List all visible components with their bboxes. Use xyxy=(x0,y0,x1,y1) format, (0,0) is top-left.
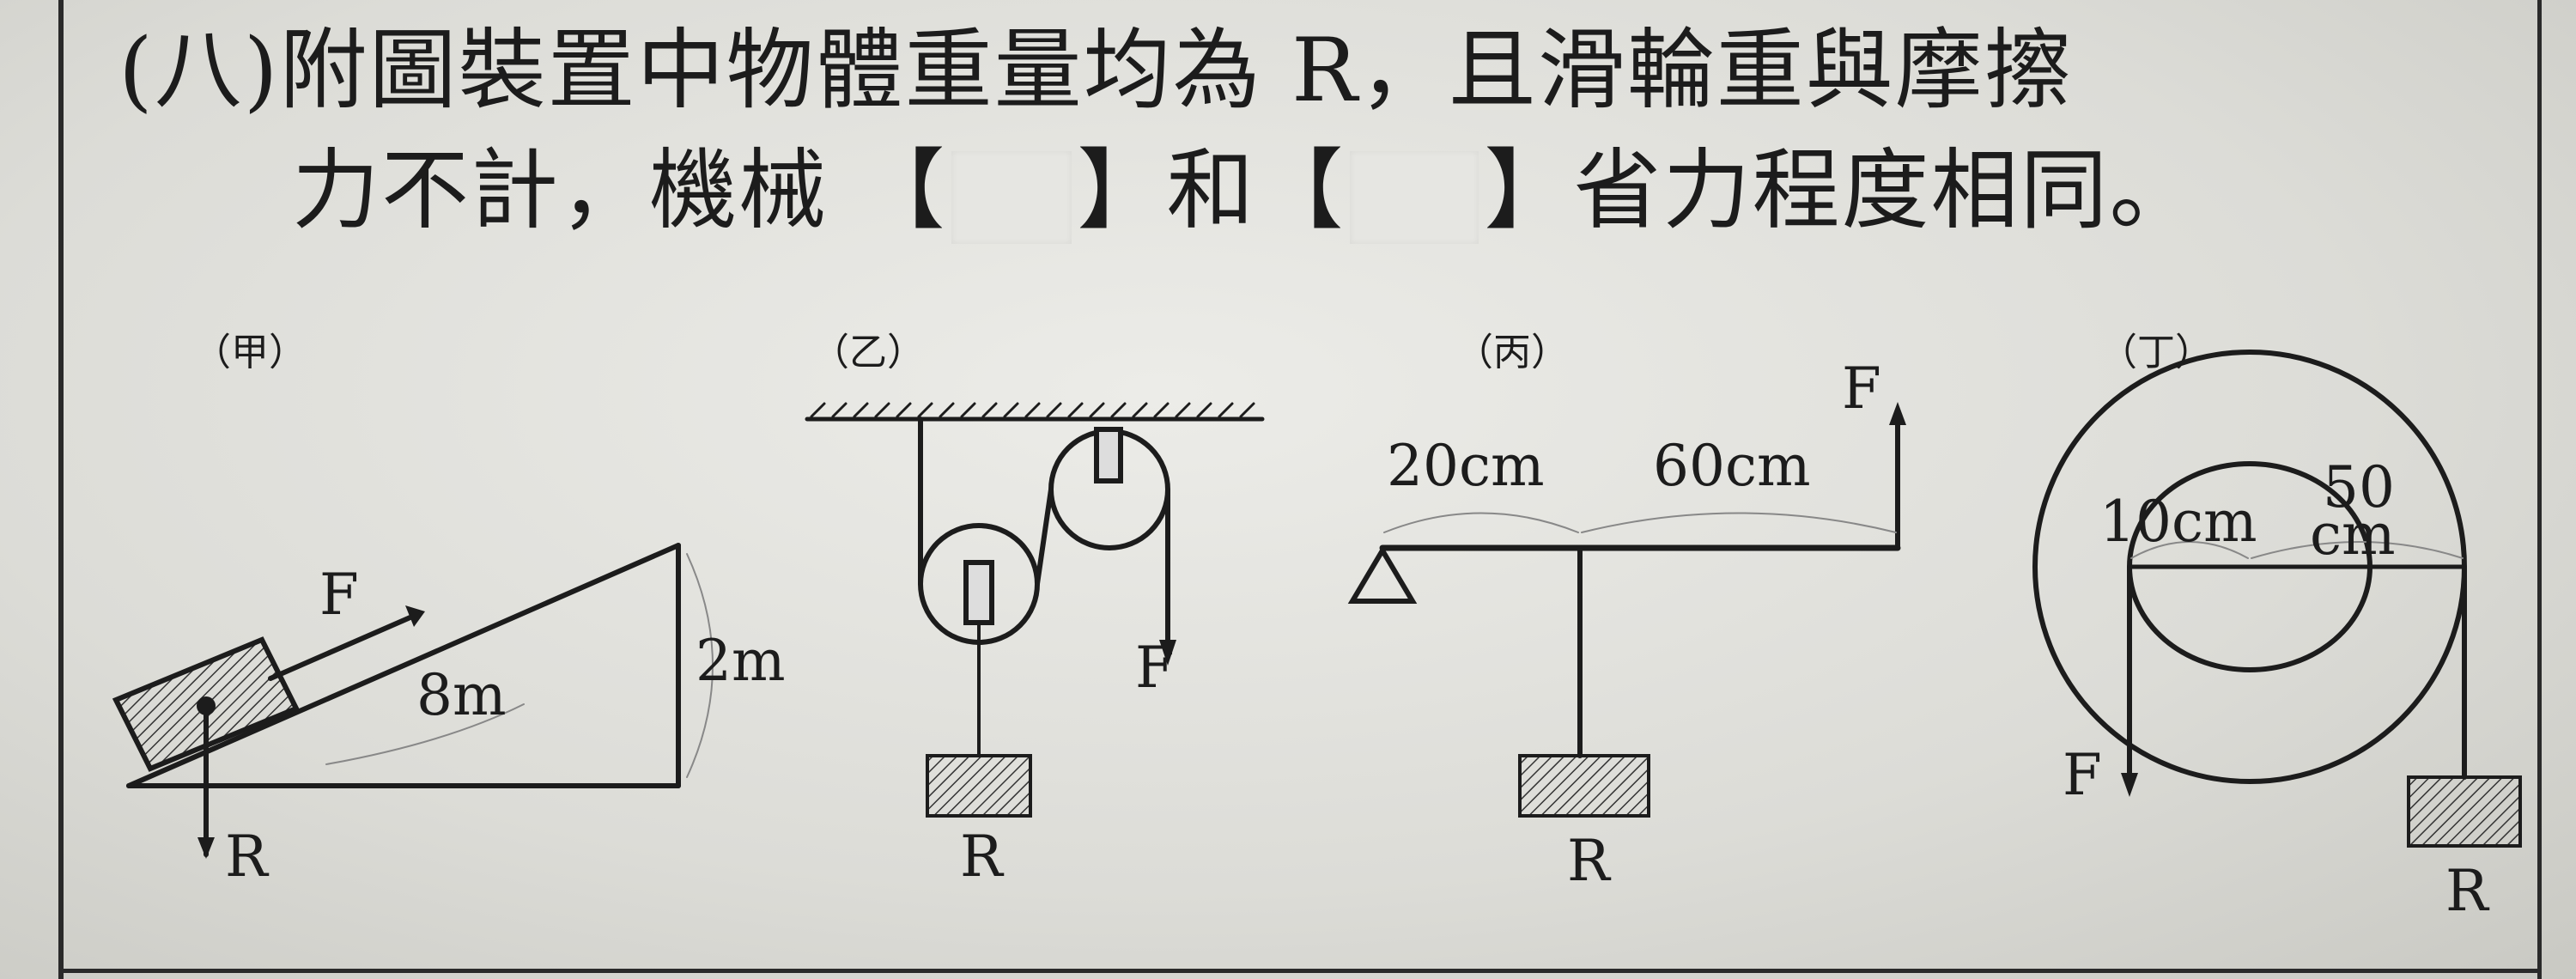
jia-slope-length-label: 8m xyxy=(416,662,507,728)
inner-radius-arc xyxy=(2130,541,2249,559)
answer-blank-2-close: 】 xyxy=(1484,140,1574,242)
bing-distance-2-label: 60cm xyxy=(1653,433,1811,499)
right-border-line xyxy=(2537,0,2542,979)
jia-force-label: F xyxy=(319,562,359,628)
force-arrow-line xyxy=(268,614,415,681)
rope-middle-segment xyxy=(1035,487,1054,587)
question-line-2: 力不計，機械 【】和【】省力程度相同。 xyxy=(292,148,2198,245)
jia-weight-label: R xyxy=(225,824,270,890)
answer-blank-1[interactable] xyxy=(951,151,1072,245)
question-line-2-end: 省力程度相同。 xyxy=(1573,140,2199,242)
bing-force-label: F xyxy=(1842,356,1881,422)
answer-blank-1-open: 【 xyxy=(857,140,947,242)
height-dimension-arc xyxy=(686,553,714,778)
yi-weight-label: R xyxy=(960,824,1005,890)
figure-jia-label: （甲） xyxy=(193,331,307,374)
figure-ding-label: （丁） xyxy=(2099,331,2213,374)
lever-dim-arc-1 xyxy=(1383,512,1579,533)
figure-yi-label: （乙） xyxy=(811,331,925,374)
yi-force-label: F xyxy=(1135,635,1175,701)
bing-distance-1-label: 20cm xyxy=(1387,433,1545,499)
figure-bing-label: （丙） xyxy=(1455,331,1569,374)
answer-blank-1-close: 】 xyxy=(1077,140,1167,242)
ceiling-hatching xyxy=(810,402,1255,418)
ding-force-label: F xyxy=(2063,742,2102,808)
force-arrow-head xyxy=(405,605,425,627)
lever-fulcrum xyxy=(1347,545,1418,604)
question-line-2-start: 力不計，機械 xyxy=(292,140,828,242)
ramp-slope-line xyxy=(126,543,681,788)
weight-block-yi xyxy=(926,754,1032,818)
answer-blank-2[interactable] xyxy=(1350,151,1479,245)
figure-jia-inclined-plane xyxy=(112,543,714,859)
bottom-border-line xyxy=(58,969,2542,973)
bing-weight-label: R xyxy=(1567,828,1612,894)
answer-blank-2-open: 【 xyxy=(1255,140,1346,242)
lever-force-arrow xyxy=(1889,402,1906,425)
axle-force-arrow xyxy=(2121,773,2138,797)
fixed-pulley-axle xyxy=(1094,427,1123,483)
question-line-1: (八)附圖裝置中物體重量均為 R，且滑輪重與摩擦 xyxy=(118,20,2074,122)
ding-outer-radius-number: 50 xyxy=(2323,454,2395,520)
figure-bing-lever xyxy=(1347,402,1906,818)
weight-arrow-head xyxy=(197,837,215,859)
movable-pulley-hook xyxy=(963,560,994,625)
pull-arrow-head xyxy=(1159,640,1176,666)
weight-block-ding xyxy=(2407,775,2522,848)
jia-height-label: 2m xyxy=(696,628,786,694)
ding-inner-radius-label: 10cm xyxy=(2099,489,2257,555)
slope-dimension-arc xyxy=(325,703,525,765)
lever-dim-arc-2 xyxy=(1581,512,1897,533)
left-border-line xyxy=(58,0,64,979)
ding-weight-label: R xyxy=(2445,858,2490,924)
outer-radius-arc xyxy=(2251,541,2464,559)
weight-block-bing xyxy=(1518,754,1650,818)
figure-yi-pulley-system xyxy=(805,402,1265,818)
figure-ding-wheel-axle xyxy=(2032,350,2522,848)
ding-outer-radius-unit: cm xyxy=(2310,502,2396,568)
conjunction-text: 和 xyxy=(1166,140,1256,242)
